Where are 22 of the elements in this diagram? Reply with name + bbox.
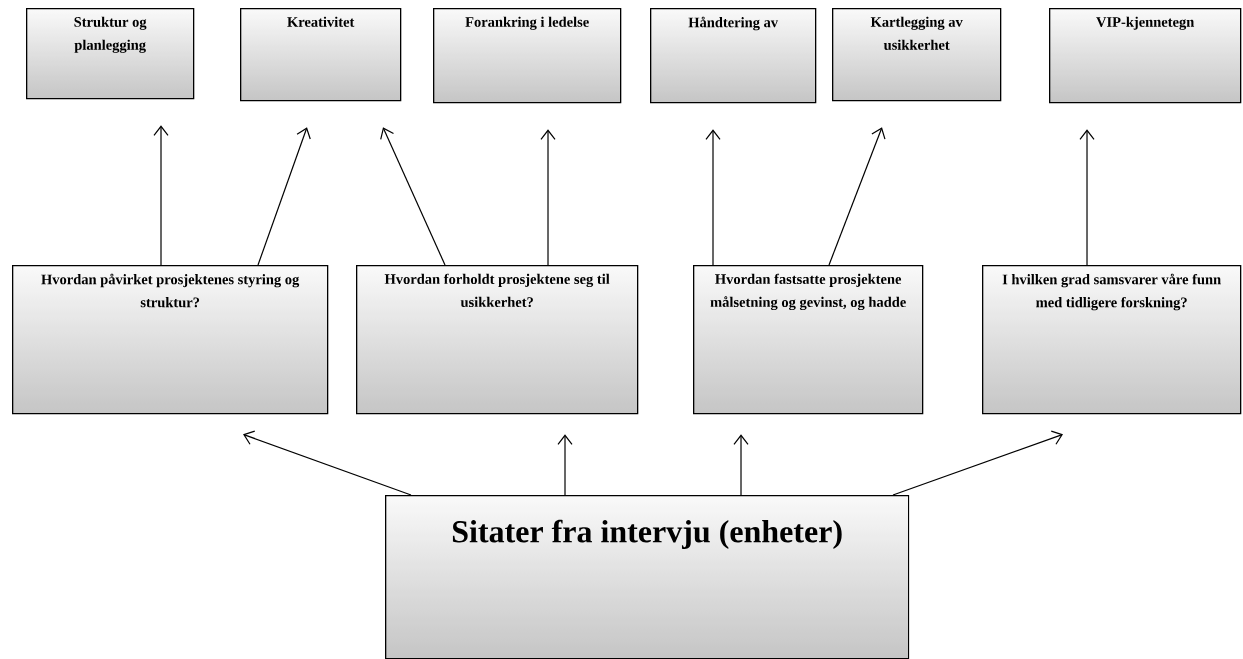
text-box: Hvordan påvirket prosjektenes styring og struktur? <box>12 265 329 415</box>
arrow <box>257 127 311 266</box>
arrow <box>557 434 573 496</box>
text-box: Håndtering av <box>650 8 817 104</box>
arrow <box>828 127 886 266</box>
text-box: VIP-kjennetegn <box>1049 8 1242 104</box>
arrow <box>540 129 556 266</box>
arrow <box>1079 129 1095 266</box>
arrow <box>705 129 721 266</box>
text-box: Forankring i ledelse <box>433 8 622 104</box>
arrow <box>243 430 412 496</box>
text-box: Hvordan fastsatte prosjektene målsetning og gevinst, og hadde <box>693 265 924 415</box>
text-box: Kreativitet <box>240 8 402 102</box>
arrow <box>153 125 169 266</box>
arrow <box>380 127 446 266</box>
arrow <box>892 430 1063 496</box>
text-box: I hvilken grad samsvarer våre funn med tidligere forskning? <box>982 265 1242 415</box>
text-box: Hvordan forholdt prosjektene seg til usikkerhet? <box>356 265 639 415</box>
arrow <box>733 434 749 496</box>
text-box: Kartlegging av usikkerhet <box>832 8 1002 102</box>
text-box: Struktur og planlegging <box>26 8 195 100</box>
text-box: Sitater fra intervju (enheter) <box>385 495 910 659</box>
